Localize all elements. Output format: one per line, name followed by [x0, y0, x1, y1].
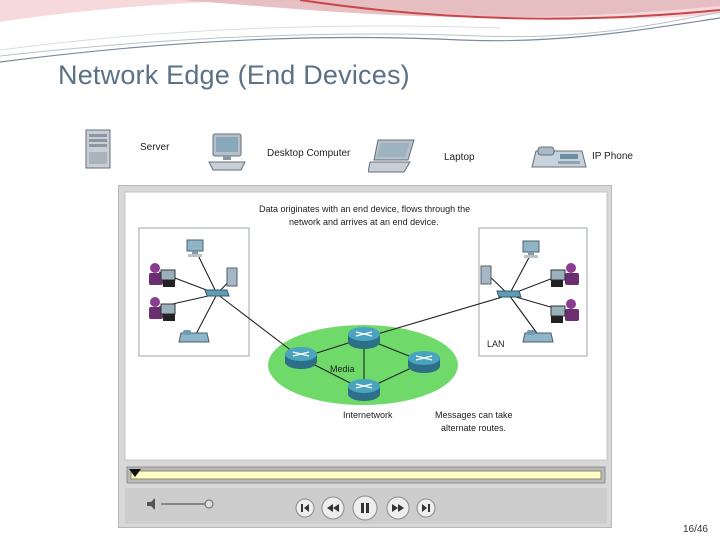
media-label: Media — [330, 364, 355, 374]
pause-icon — [361, 503, 369, 513]
router-top — [348, 327, 380, 349]
caption-line-1: Data originates with an end device, flow… — [259, 204, 470, 214]
server-label: Server — [140, 142, 170, 153]
laptop-device — [367, 138, 418, 179]
router-right — [408, 351, 440, 373]
speaker-icon — [147, 498, 155, 510]
ip-phone-label: IP Phone — [592, 151, 633, 162]
internetwork-ellipse — [268, 325, 458, 405]
header-decoration — [0, 0, 720, 63]
progress-marker[interactable] — [129, 469, 141, 477]
skip-forward-button[interactable] — [416, 498, 436, 518]
rewind-icon — [327, 504, 339, 512]
caption-line-2: network and arrives at an end device. — [289, 217, 439, 227]
lan-label: LAN — [487, 339, 505, 349]
skip-back-button[interactable] — [295, 498, 315, 518]
right-lan-devices — [480, 240, 579, 343]
fast-forward-icon — [392, 504, 404, 512]
ip-phone-icon — [531, 146, 587, 168]
page-number: 16/46 — [682, 524, 708, 535]
rewind-button[interactable] — [321, 496, 345, 520]
progress-track[interactable] — [130, 470, 602, 480]
volume-slider-handle[interactable] — [204, 499, 214, 509]
router-bottom — [348, 379, 380, 401]
skip-back-icon — [301, 504, 309, 512]
left-lan-devices — [149, 239, 238, 343]
animation-player: Data originates with an end device, flow… — [118, 185, 612, 528]
slide-title: Network Edge (End Devices) — [58, 60, 410, 90]
desktop-computer-icon — [208, 133, 246, 171]
pause-button[interactable] — [352, 495, 378, 521]
internetwork-label: Internetwork — [343, 410, 393, 420]
laptop-icon — [367, 139, 415, 173]
desktop-label: Desktop Computer — [267, 148, 351, 159]
ip-phone-device — [530, 145, 588, 176]
router-left — [285, 347, 317, 369]
laptop-label: Laptop — [444, 152, 475, 163]
messages-line-2: alternate routes. — [441, 423, 506, 433]
fast-forward-button[interactable] — [386, 496, 410, 520]
messages-line-1: Messages can take — [435, 410, 513, 420]
skip-forward-icon — [422, 504, 430, 512]
server-icon — [85, 129, 111, 169]
server-device — [84, 128, 114, 175]
network-diagram: Data originates with an end device, flow… — [124, 191, 608, 524]
volume-control[interactable] — [147, 498, 214, 510]
desktop-device — [205, 132, 249, 177]
